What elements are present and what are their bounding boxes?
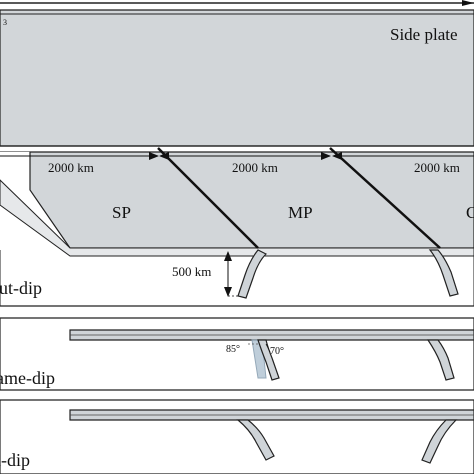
dist-label-1: 2000 km bbox=[48, 160, 94, 175]
dist-label-3: 2000 km bbox=[414, 160, 460, 175]
panel-label-same-dip: Same-dip bbox=[0, 368, 55, 388]
same-dip-slab-left bbox=[257, 339, 280, 381]
panel-label-out-dip: Out-dip bbox=[0, 278, 42, 298]
panel-label-in-dip: In-dip bbox=[0, 450, 30, 470]
plate-label-mp: MP bbox=[288, 203, 313, 222]
in-dip-slab-right bbox=[421, 419, 458, 464]
in-dip-slab-left bbox=[236, 419, 275, 461]
plate-front-face bbox=[0, 179, 474, 257]
angle-label-85: 85° bbox=[226, 344, 240, 355]
plate-label-partial: C bbox=[466, 203, 474, 222]
out-dip-slab-left bbox=[237, 249, 268, 299]
side-plate bbox=[0, 9, 474, 147]
out-dip-slab-right bbox=[428, 249, 459, 297]
depth-label: 500 km bbox=[172, 264, 211, 279]
top-arrow-head bbox=[462, 0, 474, 6]
angle-label-70: 70° bbox=[270, 346, 284, 357]
plate-label-sp: SP bbox=[112, 203, 131, 222]
slab-boundary-left bbox=[157, 147, 259, 249]
side-plate-label: Side plate bbox=[390, 25, 458, 44]
angle-guide-70 bbox=[265, 343, 271, 353]
corner-mark: 3 bbox=[3, 18, 7, 27]
same-dip-slab-right bbox=[426, 339, 455, 381]
slab-boundary-right bbox=[329, 147, 441, 249]
dist-label-2: 2000 km bbox=[232, 160, 278, 175]
